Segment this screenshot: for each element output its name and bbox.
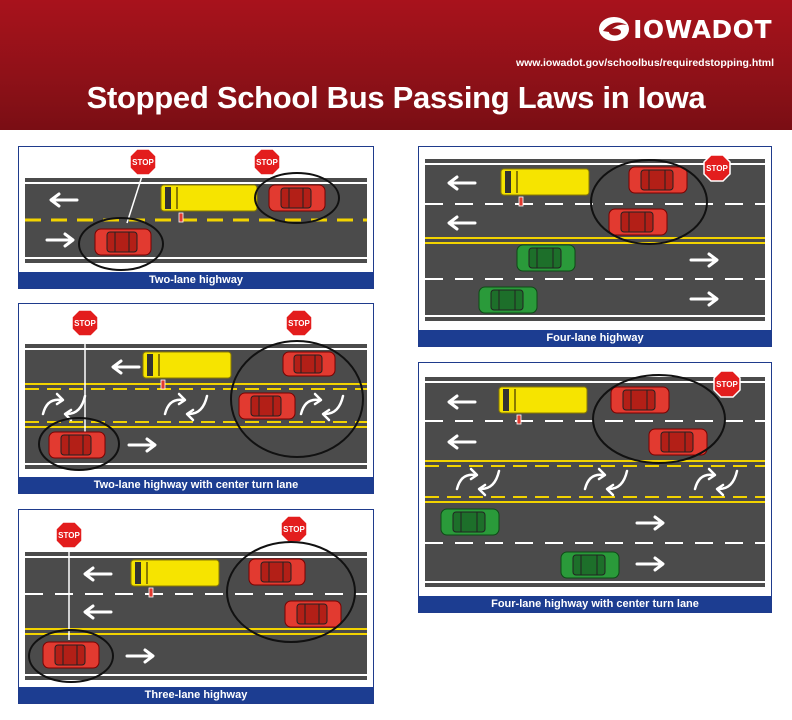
panel-two-lane-turn: STOP STOP Two-lane highway with center t… <box>18 303 374 494</box>
stopping-car <box>284 600 342 628</box>
svg-text:STOP: STOP <box>256 158 278 167</box>
passing-car <box>440 508 500 536</box>
svg-text:STOP: STOP <box>706 164 728 173</box>
arrow-right-icon <box>45 232 75 248</box>
turn-arrows-icon <box>583 467 629 497</box>
arrow-right-icon <box>635 515 665 531</box>
school-bus <box>142 351 232 390</box>
panel-caption: Two-lane highway with center turn lane <box>19 477 373 493</box>
panel-four-lane: STOP Four-lane highway <box>418 146 772 347</box>
turn-arrows-icon <box>455 467 501 497</box>
stopping-car <box>248 558 306 586</box>
four-lane-diagram: STOP <box>425 154 765 321</box>
website-url[interactable]: www.iowadot.gov/schoolbus/requiredstoppi… <box>515 57 774 69</box>
turn-arrows-icon <box>299 392 345 422</box>
passing-car <box>560 551 620 579</box>
stop-sign-icon: STOP <box>280 515 308 543</box>
svg-text:STOP: STOP <box>288 319 310 328</box>
panel-caption: Two-lane highway <box>19 272 373 288</box>
stopping-car <box>238 392 296 420</box>
two-lane-diagram: STOP STOP <box>25 148 367 271</box>
page-title: Stopped School Bus Passing Laws in Iowa <box>86 80 706 115</box>
stopping-car <box>282 351 336 377</box>
panel-three-lane: STOP STOP Three-lane highway <box>18 509 374 704</box>
school-bus <box>498 386 588 425</box>
stopping-car <box>628 166 688 194</box>
two-lane-turn-diagram: STOP STOP <box>25 309 367 471</box>
arrow-left-icon <box>447 394 477 410</box>
stop-sign-icon: STOP <box>55 521 83 640</box>
header-banner: IOWADOT www.iowadot.gov/schoolbus/requir… <box>0 0 792 130</box>
arrow-right-icon <box>635 556 665 572</box>
arrow-right-icon <box>689 252 719 268</box>
arrow-left-icon <box>83 566 113 582</box>
stop-sign-icon: STOP <box>285 309 313 337</box>
turn-arrows-icon <box>163 392 209 422</box>
stop-sign-icon: STOP <box>253 148 281 176</box>
arrow-right-icon <box>689 291 719 307</box>
stop-sign-icon: STOP <box>71 309 99 432</box>
turn-arrows-icon <box>41 392 87 422</box>
arrow-left-icon <box>49 192 79 208</box>
stopping-car <box>608 208 668 236</box>
panel-caption: Four-lane highway <box>419 330 771 346</box>
four-lane-turn-diagram: STOP <box>425 370 765 587</box>
stopping-car <box>610 386 670 414</box>
stopping-car <box>648 428 708 456</box>
stop-sign-icon: STOP <box>703 154 731 182</box>
arrow-left-icon <box>447 175 477 191</box>
svg-text:STOP: STOP <box>132 158 154 167</box>
arrow-right-icon <box>125 648 155 664</box>
three-lane-diagram: STOP STOP <box>25 515 367 683</box>
panel-caption: Three-lane highway <box>19 687 373 703</box>
arrow-right-icon <box>127 437 157 453</box>
stopping-car <box>94 228 152 256</box>
stop-sign-icon: STOP <box>713 370 741 398</box>
stopping-car <box>42 641 100 669</box>
passing-car <box>516 244 576 272</box>
svg-text:STOP: STOP <box>283 525 305 534</box>
passing-car <box>478 286 538 314</box>
arrow-left-icon <box>111 359 141 375</box>
arrow-left-icon <box>447 434 477 450</box>
logo-text: IOWADOT <box>633 14 772 44</box>
swoosh-icon <box>599 17 630 41</box>
panel-four-lane-turn: STOP Four-lane highway with cente <box>418 362 772 613</box>
school-bus <box>500 168 590 207</box>
arrow-left-icon <box>83 604 113 620</box>
panel-caption: Four-lane highway with center turn lane <box>419 596 771 612</box>
arrow-left-icon <box>447 215 477 231</box>
school-bus <box>130 559 220 598</box>
svg-text:STOP: STOP <box>716 380 738 389</box>
svg-text:STOP: STOP <box>58 531 80 540</box>
stop-sign-icon: STOP <box>126 148 157 224</box>
school-bus <box>160 184 258 223</box>
turn-arrows-icon <box>693 467 739 497</box>
stopping-car <box>48 431 106 459</box>
stopping-car <box>268 184 326 212</box>
iowadot-logo: IOWADOT <box>597 14 772 44</box>
svg-text:STOP: STOP <box>74 319 96 328</box>
panel-two-lane: STOP STOP Two-lane highway <box>18 146 374 289</box>
